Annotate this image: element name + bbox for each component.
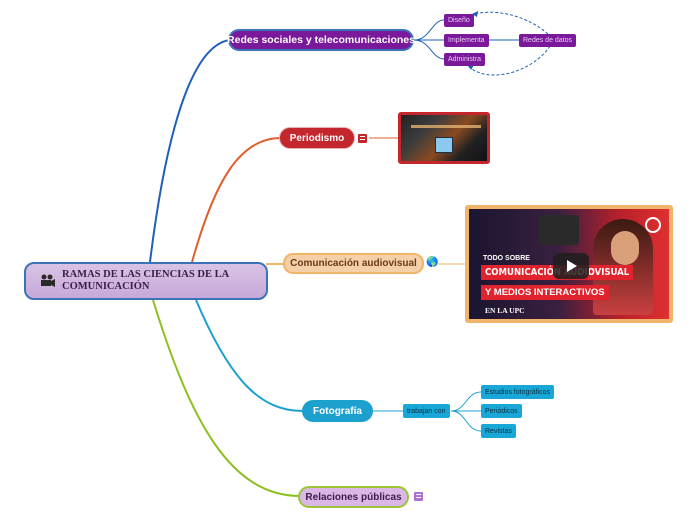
topic-fotografia-label: Fotografía (313, 405, 362, 417)
topic-relaciones-publicas[interactable]: Relaciones públicas (298, 486, 409, 508)
topic-relaciones-label: Relaciones públicas (305, 491, 402, 503)
video-text-line4: EN LA UPC (485, 306, 525, 315)
link-connector-estudios (450, 391, 482, 412)
video-thumbnail[interactable]: TODO SOBRE COMUNICACIÓN AUDIOVISUAL Y ME… (465, 205, 673, 323)
subtopic-estudios-fotograficos[interactable]: Estudios fotográficos (481, 385, 554, 399)
link-relaciones (152, 299, 301, 497)
film-camera-icon (41, 274, 55, 287)
relation-arrow-diseno (473, 11, 549, 35)
link-redes (149, 39, 231, 263)
play-button-icon[interactable] (553, 253, 589, 279)
subtopic-revistas[interactable]: Revistas (481, 424, 516, 438)
video-text-line3: Y MEDIOS INTERACTIVOS (481, 285, 609, 300)
link-connector-revistas (450, 410, 482, 432)
video-text-line1: TODO SOBRE (483, 255, 530, 262)
link-redes-diseno (413, 19, 445, 41)
subtopic-implementa[interactable]: Implementa (444, 34, 489, 47)
link-periodismo (191, 137, 282, 263)
topic-fotografia[interactable]: Fotografía (302, 400, 373, 422)
note-icon[interactable] (358, 134, 367, 143)
topic-periodismo[interactable]: Periodismo (279, 127, 355, 149)
topic-redes-sociales[interactable]: Redes sociales y telecomunicaciones (227, 29, 415, 51)
subtopic-periodicos[interactable]: Periódicos (481, 404, 522, 418)
journalism-image[interactable] (398, 112, 490, 164)
topic-periodismo-label: Periodismo (289, 132, 345, 144)
subtopic-redes-de-datos[interactable]: Redes de datos (519, 34, 577, 47)
arrowhead-diseno (472, 11, 478, 17)
topic-comunicacion-audiovisual[interactable]: Comunicación audiovisual (283, 253, 424, 274)
link-redes-administra (413, 39, 445, 60)
camera-graphic (539, 215, 579, 245)
central-topic[interactable]: RAMAS DE LAS CIENCIAS DE LA COMUNICACIÓN (24, 262, 268, 300)
connector-trabajan-con[interactable]: trabajan con (403, 404, 450, 418)
topic-audiovisual-label: Comunicación audiovisual (290, 258, 417, 269)
subtopic-administra[interactable]: Administra (444, 53, 486, 66)
relation-arrow-administra (467, 45, 551, 76)
topic-redes-label: Redes sociales y telecomunicaciones (227, 34, 415, 46)
link-fotografia (195, 299, 304, 412)
globe-icon[interactable]: 🌎 (426, 257, 439, 268)
upc-logo-icon (645, 217, 661, 233)
central-topic-label: RAMAS DE LAS CIENCIAS DE LA COMUNICACIÓN (62, 269, 229, 292)
subtopic-diseno[interactable]: Diseño (444, 14, 474, 27)
note-icon[interactable] (414, 492, 423, 501)
